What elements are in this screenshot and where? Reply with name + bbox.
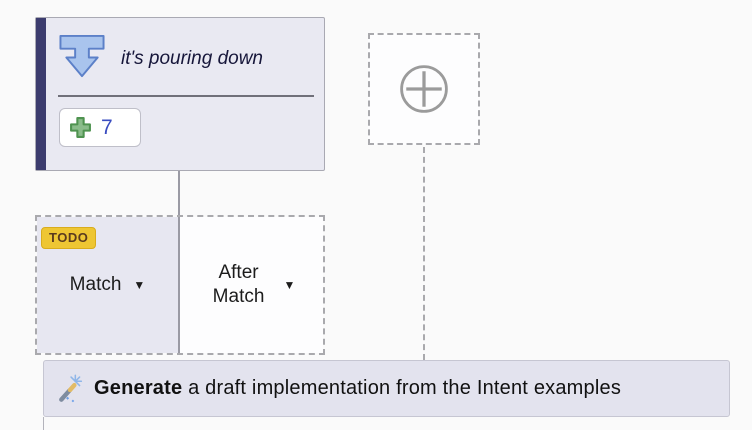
after-match-label: After Match bbox=[212, 262, 265, 307]
match-cell[interactable]: TODO Match ▼ bbox=[37, 217, 178, 353]
next-row-edge bbox=[43, 417, 44, 430]
cell-divider bbox=[178, 217, 180, 353]
magic-wand-icon bbox=[57, 374, 84, 404]
connector-dashed-line bbox=[423, 147, 425, 360]
chevron-down-icon: ▼ bbox=[283, 278, 296, 292]
todo-badge: TODO bbox=[41, 227, 97, 249]
intent-card[interactable]: it's pouring down 7 bbox=[35, 17, 325, 171]
generate-label: Generate a draft implementation from the… bbox=[94, 377, 621, 400]
generate-description: a draft implementation from the Intent e… bbox=[182, 377, 622, 399]
chevron-down-icon: ▼ bbox=[133, 278, 146, 292]
add-circle-icon bbox=[396, 61, 452, 117]
match-label: Match bbox=[69, 274, 122, 295]
generate-action-bar[interactable]: Generate a draft implementation from the… bbox=[43, 360, 730, 417]
match-node: TODO Match ▼ After Match ▼ bbox=[35, 215, 325, 355]
match-dropdown[interactable]: Match ▼ bbox=[70, 274, 146, 296]
generate-action-word: Generate bbox=[94, 377, 183, 399]
example-count: 7 bbox=[101, 115, 113, 139]
card-divider bbox=[58, 95, 314, 97]
intent-title: it's pouring down bbox=[121, 48, 263, 69]
intent-accent-bar bbox=[36, 18, 46, 170]
after-match-dropdown[interactable]: After Match ▼ bbox=[180, 217, 323, 353]
intent-funnel-icon bbox=[57, 33, 107, 85]
connector-line bbox=[178, 171, 180, 215]
add-example-button[interactable]: 7 bbox=[59, 108, 141, 147]
add-intent-button[interactable] bbox=[368, 33, 480, 145]
green-plus-icon bbox=[69, 116, 92, 139]
